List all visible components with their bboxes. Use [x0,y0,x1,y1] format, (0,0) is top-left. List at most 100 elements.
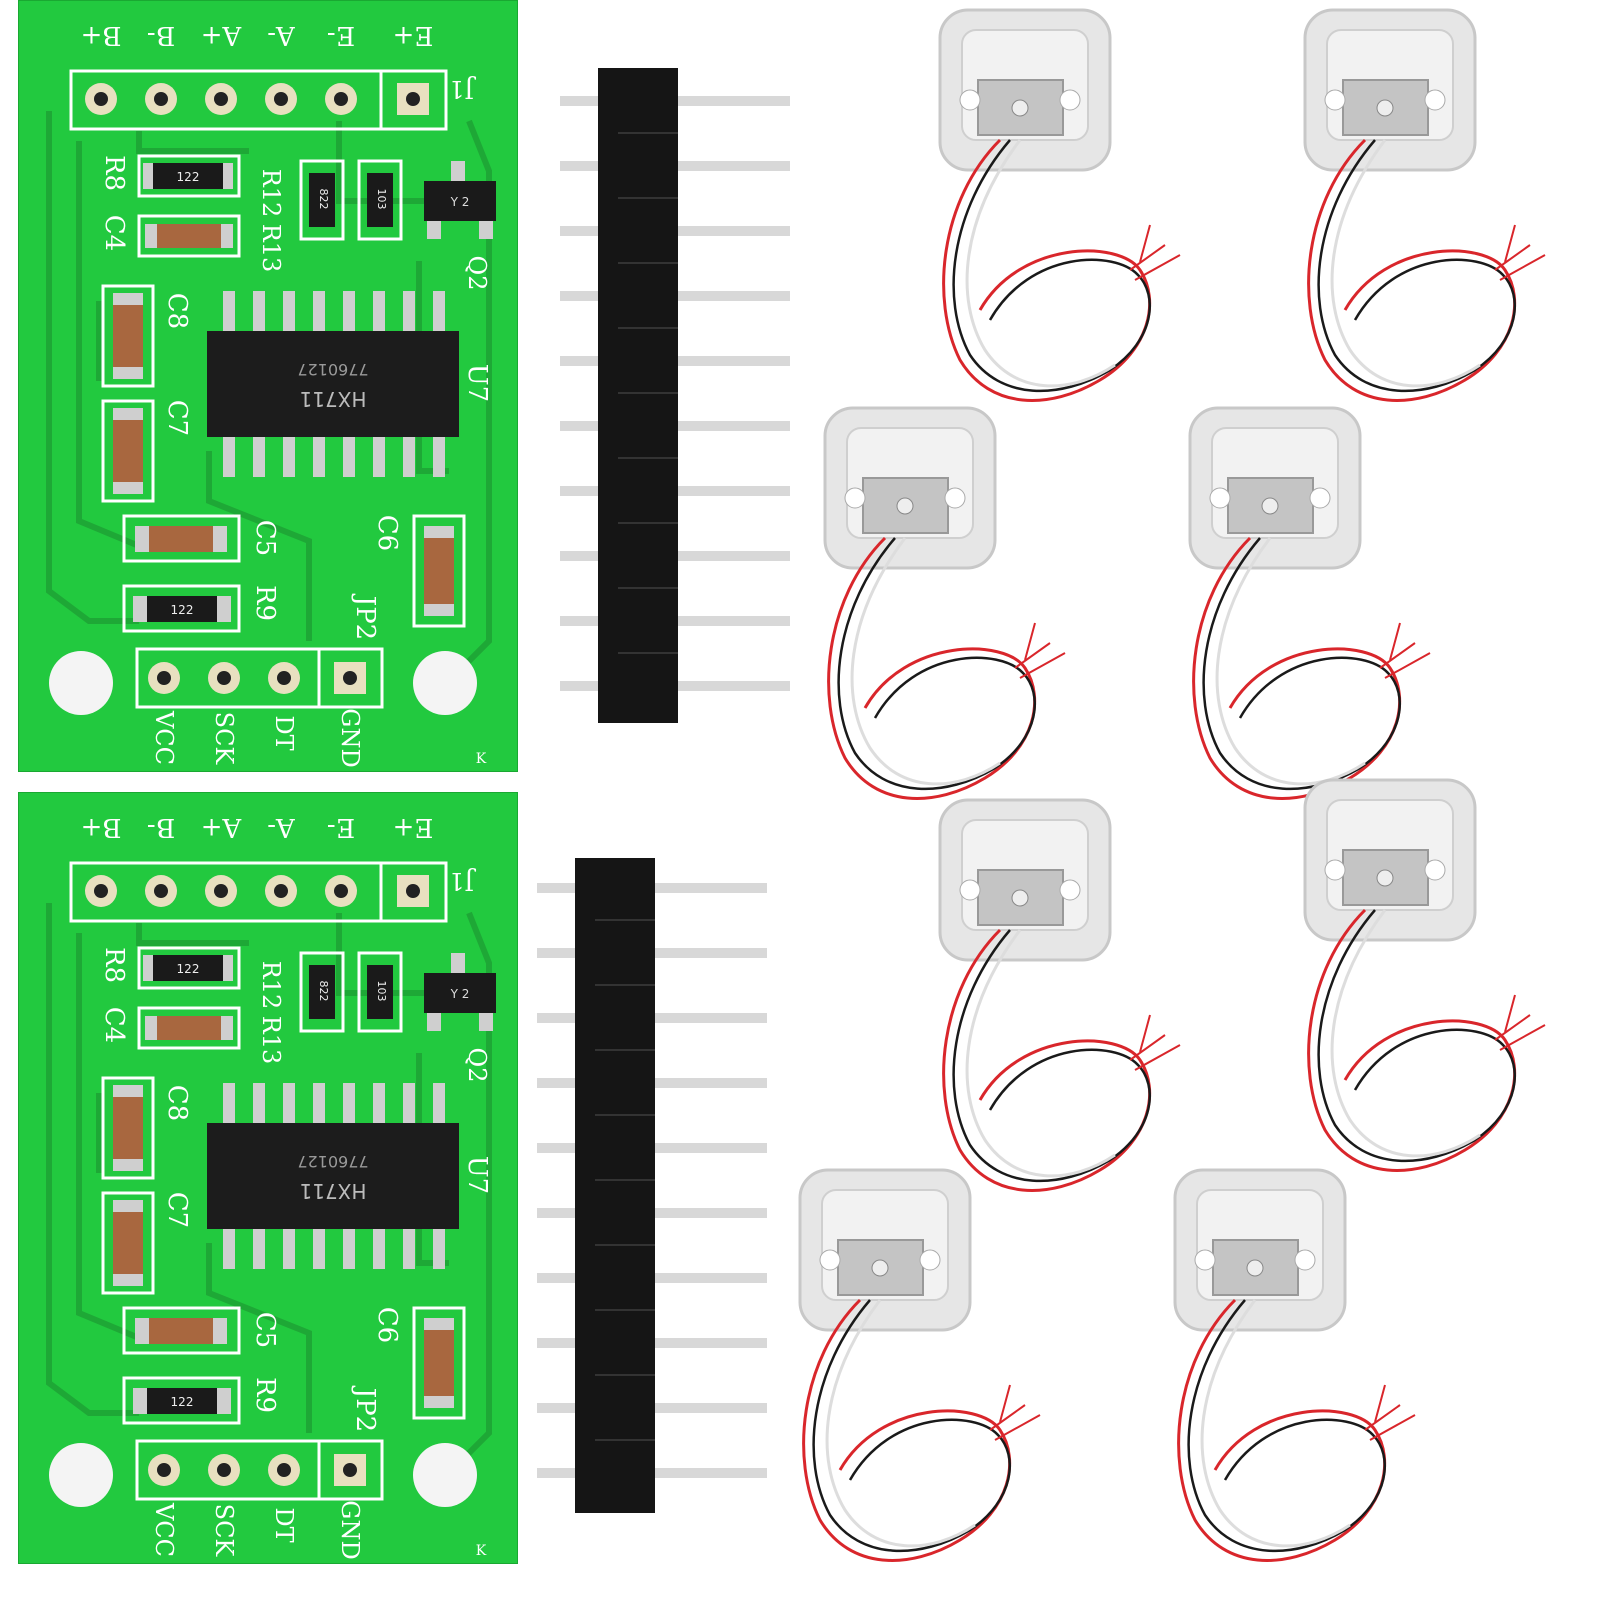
chip-label-hx711: HX711 [300,1179,367,1203]
label-r9: R9 [250,1377,280,1413]
connector-label-jp2: JP2 [350,1385,380,1432]
capacitor-c5 [147,526,215,552]
pin-label-vcc: VCC [150,1502,178,1557]
pin-label-gnd: GND [336,708,364,767]
resistor-r8 [149,163,227,189]
pin-header-bottom [537,858,767,1513]
label-c7: C7 [162,1192,192,1228]
pin-label-a-plus: A+ [201,812,243,842]
hx711-board-bottom: B+ B- A+ A- E- E+ J1 122 R8 C4 822 103 R… [18,792,518,1564]
q2-mark: Y 2 [450,987,470,1001]
header-plastic-body [598,68,678,723]
pin-header-top [560,68,790,723]
r13-code: 103 [375,981,388,1002]
label-r8: R8 [99,155,129,191]
j1-pads [85,83,429,115]
pin-label-a-minus: A- [267,20,296,50]
pin-label-a-minus: A- [267,812,296,842]
label-c5: C5 [250,1312,280,1348]
capacitor-c6 [424,536,454,606]
load-cell-6 [1265,770,1565,1200]
j1-outline [69,861,448,923]
jp2-pads [148,1454,366,1486]
mounting-hole-left [49,651,113,715]
r13-code: 103 [375,189,388,210]
label-r13: R13 [257,1016,285,1065]
pin-label-sck: SCK [210,712,238,766]
hx711-chip [207,1083,459,1269]
label-c4: C4 [99,1007,129,1043]
resistor-r9 [144,596,220,622]
resistor-r13 [367,965,393,1019]
load-cell-3 [785,398,1085,828]
capacitor-c7 [113,416,143,486]
r12-code: 822 [317,981,330,1002]
connector-label-j1: J1 [449,867,477,895]
capacitor-c4 [154,1016,224,1040]
jp2-pads [148,662,366,694]
label-c6: C6 [372,1307,402,1343]
pin-label-gnd: GND [336,1500,364,1559]
load-cell-2 [1265,0,1565,430]
mounting-hole-right [413,1443,477,1507]
label-c8: C8 [162,293,192,329]
capacitor-c5 [147,1318,215,1344]
label-u7: U7 [462,364,492,402]
load-cell-5 [900,790,1200,1220]
label-r13: R13 [257,224,285,273]
resistor-r12 [309,173,335,227]
r9-code: 122 [171,603,194,617]
mounting-hole-left [49,1443,113,1507]
j1-outline [69,69,448,131]
r12-code: 822 [317,189,330,210]
label-q2: Q2 [463,256,491,291]
resistor-r9 [144,1388,220,1414]
pin-label-b-minus: B- [147,812,175,842]
header-plastic-body [575,858,655,1513]
mounting-hole-right [413,651,477,715]
j1-pads [85,875,429,907]
hx711-chip [207,291,459,477]
label-r12: R12 [257,169,285,218]
r9-code: 122 [171,1395,194,1409]
pin-label-e-plus: E+ [393,812,434,842]
label-r8: R8 [99,947,129,983]
r8-outline [137,154,241,198]
pin-label-dt: DT [270,715,298,750]
capacitor-c7 [113,1208,143,1278]
load-cell-1 [900,0,1200,430]
pin-label-b-plus: B+ [81,812,122,842]
pin-label-dt: DT [270,1507,298,1542]
capacitor-c6 [424,1328,454,1398]
label-c7: C7 [162,400,192,436]
pcb-traces [46,111,492,694]
resistor-r13 [367,173,393,227]
capacitor-c8 [113,1093,143,1163]
label-c4: C4 [99,215,129,251]
chip-label-code: 7760127 [297,1152,368,1171]
connector-label-jp2: JP2 [350,593,380,640]
label-r9: R9 [250,585,280,621]
capacitor-c8 [113,301,143,371]
hx711-board-top: B+ B- A+ A- E- E+ J1 122 R8 C4 822 103 R… [18,0,518,772]
pin-label-vcc: VCC [150,710,178,765]
label-u7: U7 [462,1156,492,1194]
pin-label-sck: SCK [210,1504,238,1558]
j1-square-pad-outline [379,69,448,131]
pin-label-e-minus: E- [327,812,355,842]
label-r12: R12 [257,961,285,1010]
label-c6: C6 [372,515,402,551]
pin-label-b-plus: B+ [81,20,122,50]
pin-label-e-minus: E- [327,20,355,50]
chip-label-code: 7760127 [297,360,368,379]
resistor-r8 [149,955,227,981]
transistor-q2 [424,973,496,1013]
q2-mark: Y 2 [450,195,470,209]
pin-label-e-plus: E+ [393,20,434,50]
load-cell-4 [1150,398,1450,828]
load-cell-7 [760,1160,1060,1590]
capacitor-c4 [154,224,224,248]
connector-label-j1: J1 [449,75,477,103]
label-c5: C5 [250,520,280,556]
load-cell-8 [1135,1160,1435,1590]
